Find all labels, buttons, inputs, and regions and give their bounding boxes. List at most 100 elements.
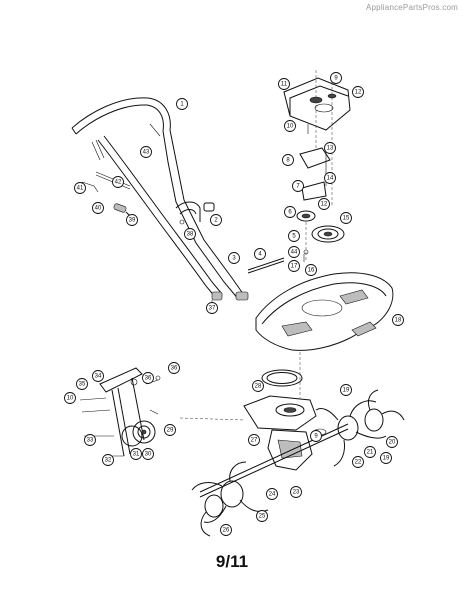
callout-39: 39 [126,214,138,226]
callout-label: 31 [133,451,140,457]
callout-4: 4 [254,248,266,260]
callout-circle [290,486,302,498]
callout-circle [76,378,88,390]
callout-label: 26 [223,527,230,533]
callout-circle [310,430,322,442]
callout-circle [340,212,352,224]
callout-12: 12 [352,86,364,98]
callout-circle [140,146,152,158]
callout-label: 19 [343,387,350,393]
callout-label: 42 [115,179,122,185]
callout-circle [324,142,336,154]
callout-label: 21 [367,449,374,455]
callout-circle [164,424,176,436]
callout-28: 28 [252,380,264,392]
callout-label: 20 [389,439,396,445]
left-tines [191,461,269,537]
callout-label: 36 [171,365,178,371]
callout-2: 2 [210,214,222,226]
callout-9: 9 [310,430,322,442]
callout-label: 38 [187,231,194,237]
callout-42: 42 [112,176,124,188]
callout-19: 19 [340,384,352,396]
callout-38: 38 [184,228,196,240]
callout-label: 18 [395,317,402,323]
callout-label: 27 [251,437,258,443]
callout-circle [340,384,352,396]
callout-label: 39 [129,217,136,223]
callout-label: 24 [269,491,276,497]
callout-circle [284,120,296,132]
callout-8: 8 [282,154,294,166]
callout-31: 31 [130,448,142,460]
callout-label: 16 [308,267,315,273]
callout-label: 4 [258,251,262,257]
callout-circle [130,448,142,460]
callout-circle [228,252,240,264]
callout-43: 43 [140,146,152,158]
callout-label: 10 [67,395,74,401]
callout-24: 24 [266,488,278,500]
callout-10: 10 [64,392,76,404]
callout-label: 30 [145,451,152,457]
callout-label: 37 [209,305,216,311]
tine-shield [255,272,394,398]
callout-circle [84,434,96,446]
callout-14: 14 [324,172,336,184]
callout-label: 22 [355,459,362,465]
seal-ring [261,369,303,387]
callout-circle [74,182,86,194]
callout-label: 25 [259,513,266,519]
callout-label: 12 [355,89,362,95]
callout-17: 17 [288,260,300,272]
callout-label: 35 [79,381,86,387]
callout-circle [380,452,392,464]
callout-33: 33 [84,434,96,446]
callout-circle [112,176,124,188]
callout-13: 13 [324,142,336,154]
callout-circle [284,206,296,218]
callout-16: 16 [305,264,317,276]
callout-1: 1 [176,98,188,110]
callout-20: 20 [386,436,398,448]
callout-30: 30 [142,448,154,460]
callout-circle [386,436,398,448]
callout-circle [292,180,304,192]
callout-circle [288,230,300,242]
callout-circle [254,248,266,260]
callout-label: 6 [288,209,292,215]
callout-label: 3 [232,255,236,261]
callout-label: 40 [95,205,102,211]
callout-circle [92,370,104,382]
callout-circle [252,380,264,392]
callout-label: 14 [327,175,334,181]
callout-circle [288,260,300,272]
drive-cover-assembly [283,70,351,262]
right-tines [315,389,405,467]
callout-label: 28 [255,383,262,389]
callout-circle [392,314,404,326]
callout-circle [64,392,76,404]
callout-circle [142,372,154,384]
callout-circle [220,524,232,536]
callout-circle [305,264,317,276]
callout-circle [282,154,294,166]
callout-35: 35 [76,378,88,390]
callout-label: 23 [293,489,300,495]
callout-circle [288,246,300,258]
callout-15: 15 [340,212,352,224]
callout-circle [210,214,222,226]
callout-18: 18 [392,314,404,326]
callout-5: 5 [288,230,300,242]
callout-label: 10 [287,123,294,129]
callout-10: 10 [284,120,296,132]
callout-29: 29 [164,424,176,436]
callout-circle [256,510,268,522]
callout-25: 25 [256,510,268,522]
callout-circle [324,172,336,184]
callout-circle [278,78,290,90]
callout-22: 22 [352,456,364,468]
callout-circle [126,214,138,226]
callout-9: 9 [330,72,342,84]
